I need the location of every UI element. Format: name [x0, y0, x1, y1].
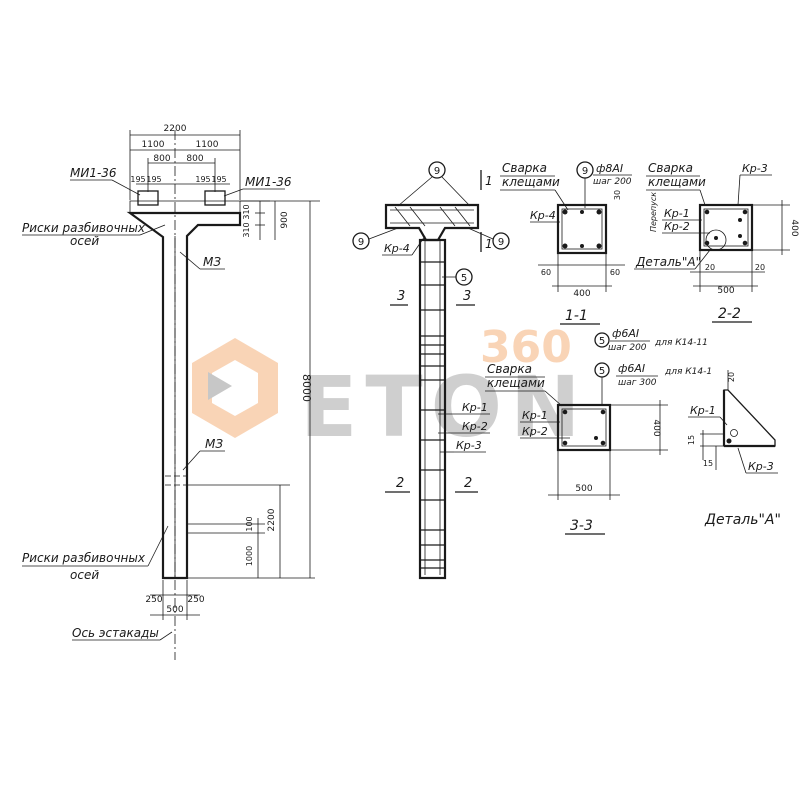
- label-kr1-mid: Кр-1: [462, 401, 488, 414]
- stirrups: [420, 261, 445, 569]
- section-mark-3-left: 3: [397, 289, 405, 304]
- label-axis: Ось эстакады: [72, 626, 159, 640]
- s22-detail-ref: Деталь"А": [635, 255, 701, 269]
- s22-pereput: Перепуск: [649, 192, 658, 232]
- dim-195-d: 195: [211, 175, 226, 184]
- dim-2200-top: 2200: [164, 124, 187, 134]
- dim-310-a: 310: [242, 204, 251, 219]
- dim-310-b: 310: [242, 222, 251, 237]
- label-mi-left: МИ1-36: [70, 166, 117, 180]
- s33-kr2: Кр-2: [522, 425, 548, 438]
- dim-800-right: 800: [186, 154, 203, 164]
- section-mark-1-top: 1: [485, 174, 493, 188]
- label-kr4-mid: Кр-4: [384, 242, 410, 255]
- watermark-hexagon-icon: [192, 338, 278, 438]
- dim-100: 100: [245, 516, 254, 531]
- s11-title: 1-1: [565, 308, 588, 324]
- s33-for-1: для К14-11: [654, 338, 708, 348]
- column-elevation: 2200 1100 1100 800 800 195 195 195 195 М…: [22, 124, 320, 660]
- s22-dim-20-left: 20: [705, 263, 715, 272]
- s33-marker-1: 5: [599, 336, 605, 347]
- s33-bar-2: ф6АI: [618, 362, 645, 375]
- dim-1000: 1000: [245, 546, 254, 566]
- dim-250-right: 250: [187, 595, 204, 605]
- detail-dim-15-b: 15: [703, 459, 713, 468]
- detail-dim-15-a: 15: [687, 435, 696, 445]
- label-risks-top-1: Риски разбивочных: [22, 221, 146, 235]
- label-kr3-mid: Кр-3: [456, 439, 482, 452]
- reinforcement-view: 9 9 9 5 1 1 Кр-4 3 3 Кр-1 Кр-2 Кр-3 2: [352, 161, 510, 580]
- detail-title: Деталь"А": [704, 512, 781, 528]
- s11-weld-1: Сварка: [502, 161, 547, 175]
- dim-500-base: 500: [166, 605, 183, 615]
- dim-195-c: 195: [195, 175, 210, 184]
- label-mi-right: МИ1-36: [245, 175, 292, 189]
- label-kr2-mid: Кр-2: [462, 420, 488, 433]
- s11-kr4: Кр-4: [530, 209, 556, 222]
- detail-kr1: Кр-1: [690, 404, 716, 417]
- s33-dim-500: 500: [575, 484, 592, 494]
- s33-bar-1: ф6АI: [612, 327, 639, 340]
- s33-kr1: Кр-1: [522, 409, 548, 422]
- detail-kr3: Кр-3: [748, 460, 774, 473]
- s33-rebars: [562, 409, 606, 446]
- marker-9-right: 9: [498, 237, 504, 248]
- s11-step: шаг 200: [593, 177, 632, 187]
- s11-bar: ф8АI: [596, 162, 623, 175]
- s11-dim-30: 30: [613, 190, 622, 200]
- s11-dim-400: 400: [573, 289, 590, 299]
- label-risks-top-2: осей: [70, 234, 99, 248]
- s22-dim-400: 400: [789, 219, 799, 236]
- s22-rebars: [704, 209, 748, 246]
- s33-weld-2: клещами: [487, 376, 545, 390]
- s33-marker-2: 5: [599, 366, 605, 377]
- dim-1100-left: 1100: [142, 140, 165, 150]
- section-mark-1-bottom: 1: [485, 237, 493, 251]
- s22-kr2: Кр-2: [664, 220, 690, 233]
- label-risks-bot-1: Риски разбивочных: [22, 551, 146, 565]
- dim-900: 900: [280, 211, 290, 228]
- label-m3-top: МЗ: [203, 255, 221, 269]
- s33-weld-1: Сварка: [487, 362, 532, 376]
- dim-195-b: 195: [146, 175, 161, 184]
- dim-250-left: 250: [145, 595, 162, 605]
- s33-for-2: для К14-1: [664, 367, 712, 377]
- s33-step-2: шаг 300: [618, 378, 657, 388]
- marker-9-top: 9: [434, 166, 440, 177]
- section-2-2: Сварка клещами Кр-3 Кр-1 Кр-2 Перепуск Д…: [634, 161, 799, 323]
- detail-a: 15 15 20 Кр-1 Кр-3 Деталь"А": [687, 370, 781, 528]
- dim-195-a: 195: [130, 175, 145, 184]
- label-risks-bot-2: осей: [70, 568, 99, 582]
- dim-8000: 8000: [300, 374, 313, 402]
- dim-1100-right: 1100: [196, 140, 219, 150]
- s22-weld-2: клещами: [648, 175, 706, 189]
- s33-dim-400: 400: [651, 419, 661, 436]
- s22-kr1: Кр-1: [664, 207, 690, 220]
- section-1-1: Сварка клещами 9 ф8АI шаг 200 30 Кр-4 60…: [500, 161, 632, 325]
- s11-rebars: [562, 209, 602, 249]
- s22-dim-20-right: 20: [755, 263, 765, 272]
- marker-5: 5: [461, 273, 467, 284]
- dim-800-left: 800: [153, 154, 170, 164]
- section-3-3: 5 ф6АI шаг 200 для К14-11 5 ф6АI шаг 300…: [485, 327, 712, 535]
- s22-dim-500: 500: [717, 286, 734, 296]
- section-mark-3-right: 3: [463, 289, 471, 304]
- detail-dim-20: 20: [727, 372, 736, 382]
- section-mark-2-left: 2: [396, 476, 404, 491]
- s11-marker-9: 9: [582, 166, 588, 177]
- label-m3-bottom: МЗ: [205, 437, 223, 451]
- section-mark-2-right: 2: [464, 476, 472, 491]
- marker-9-left: 9: [358, 237, 364, 248]
- dim-2200-bottom: 2200: [267, 508, 277, 531]
- s22-title: 2-2: [718, 306, 741, 322]
- s22-weld-1: Сварка: [648, 161, 693, 175]
- watermark-number: 360: [480, 322, 572, 373]
- s33-title: 3-3: [570, 518, 593, 534]
- s11-dim-60-right: 60: [610, 268, 620, 277]
- s22-kr3: Кр-3: [742, 162, 768, 175]
- s11-weld-2: клещами: [502, 175, 560, 189]
- s33-step-1: шаг 200: [608, 343, 647, 353]
- s11-dim-60-left: 60: [541, 268, 551, 277]
